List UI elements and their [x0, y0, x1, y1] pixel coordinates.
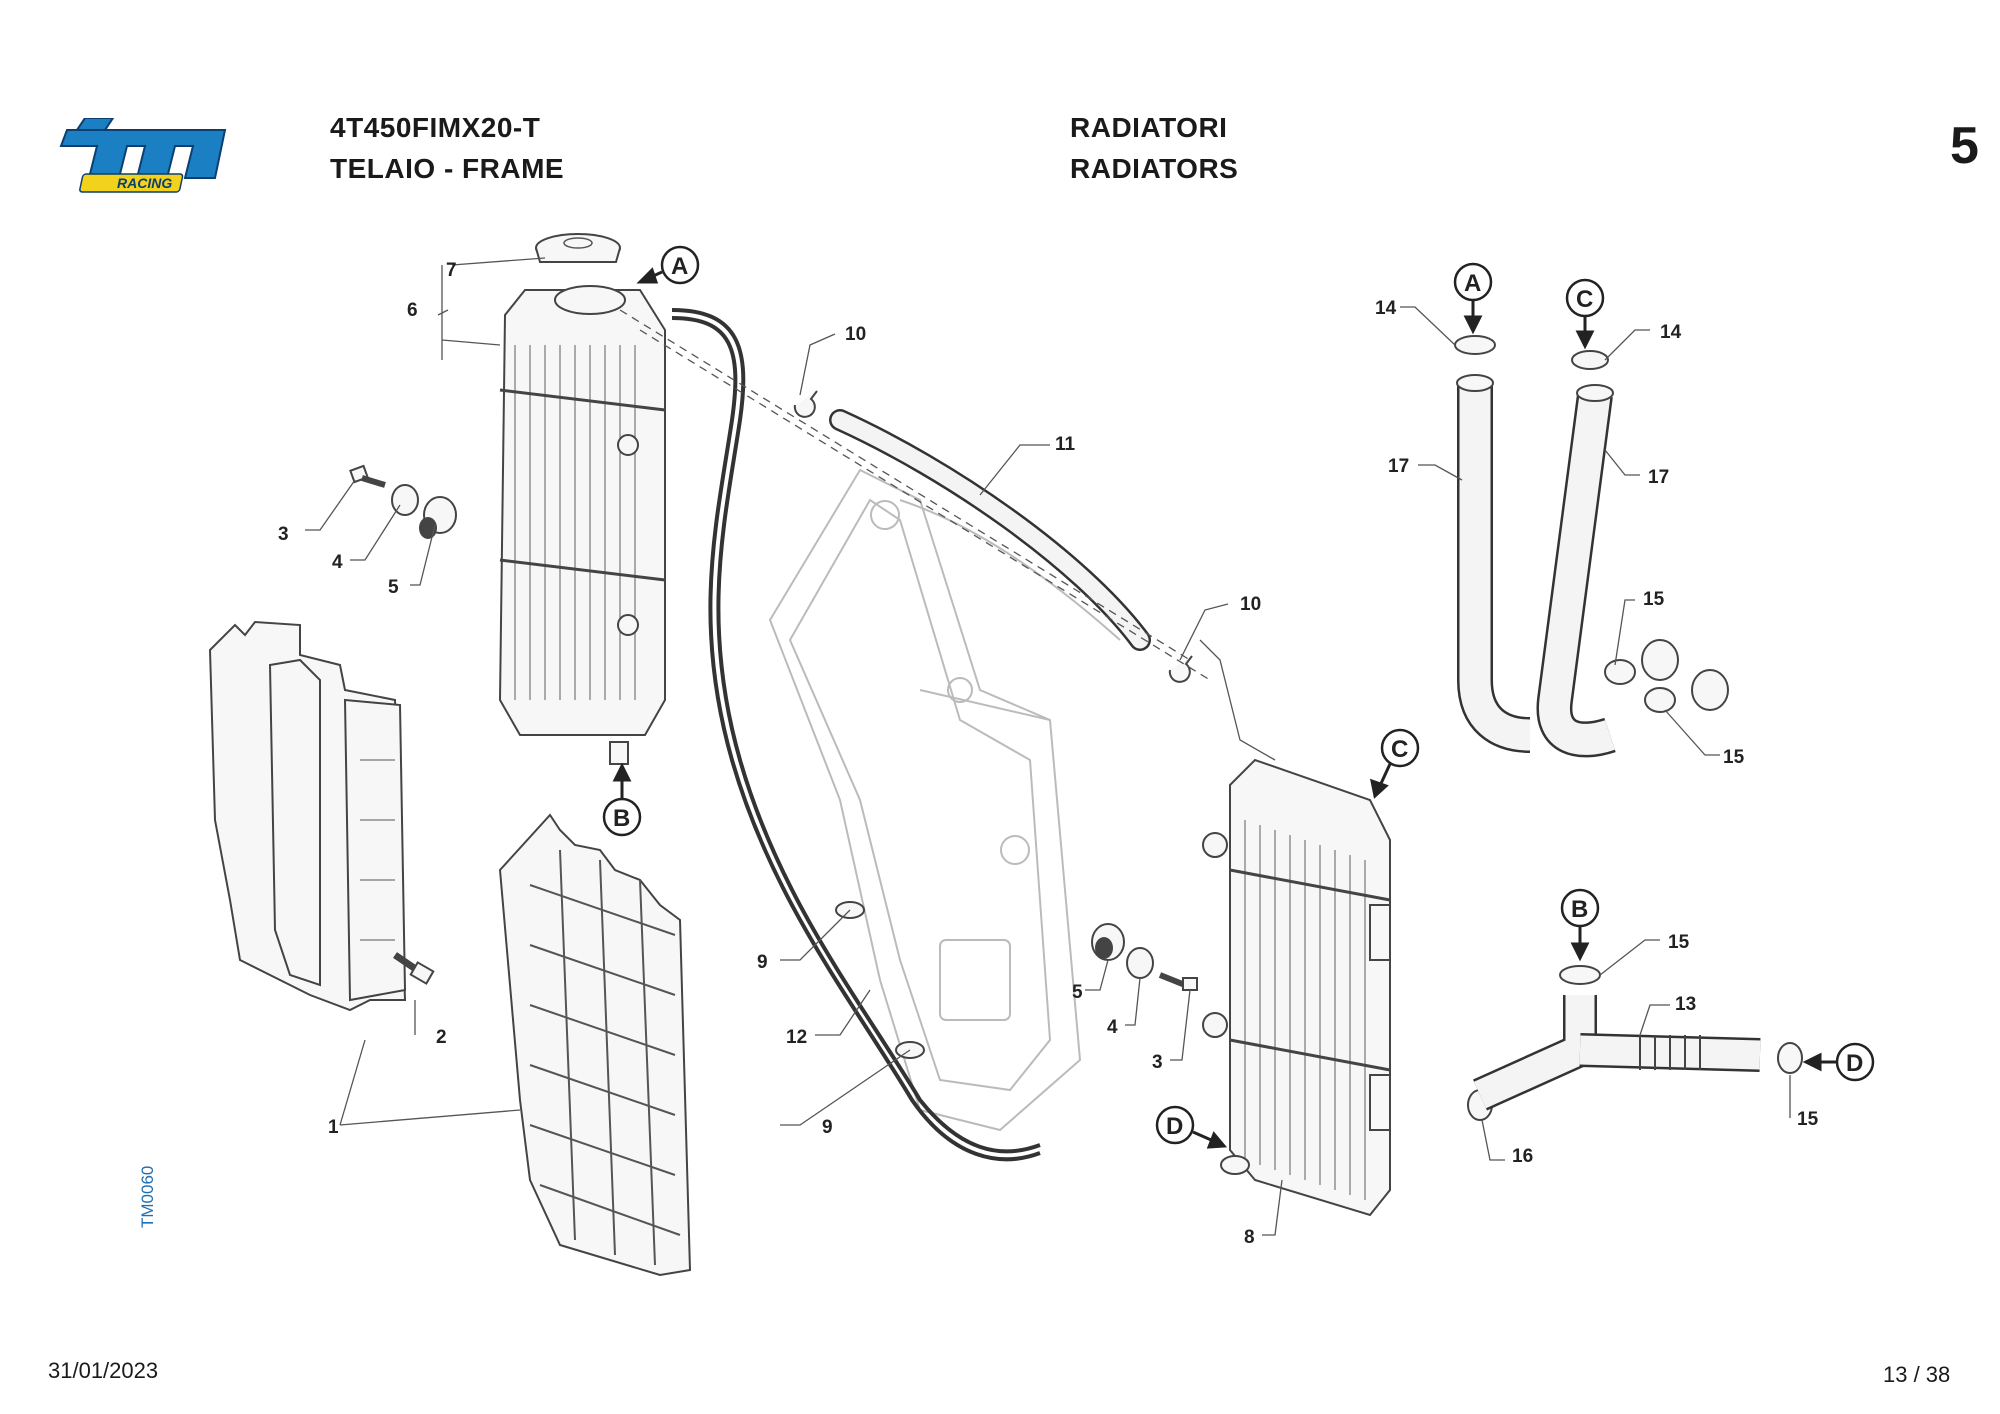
hose-clamp-14a	[1454, 335, 1496, 355]
radiator-cap	[535, 233, 621, 263]
hose-clamp-15c	[1559, 965, 1601, 985]
callout-16: 16	[1512, 1146, 1533, 1167]
spigot-2	[1691, 669, 1729, 711]
callout-9-lower: 9	[822, 1117, 833, 1138]
guard-pin	[393, 952, 435, 985]
footer-date: 31/01/2023	[48, 1358, 159, 1383]
connector-c-radiator: C	[1391, 736, 1408, 763]
callout-2: 2	[436, 1027, 447, 1048]
connector-a-hose: A	[1464, 270, 1481, 297]
callout-15-b: 15	[1723, 747, 1745, 768]
callout-5-right: 5	[1072, 982, 1083, 1003]
overflow-hose-inner	[671, 316, 1041, 1162]
callout-4-left: 4	[332, 552, 343, 573]
connector-a-left: A	[671, 253, 688, 280]
callout-9-upper: 9	[757, 952, 768, 973]
grommet-left	[419, 496, 457, 539]
callout-15-c: 15	[1668, 932, 1690, 953]
connector-d-hose: D	[1846, 1050, 1863, 1077]
callout-17-left: 17	[1388, 456, 1409, 477]
drawing-code: TM0060	[138, 1165, 157, 1228]
screw-left	[349, 464, 386, 488]
screw-right	[1158, 972, 1198, 991]
hose-clamp-15d	[1777, 1042, 1803, 1074]
callout-14-left: 14	[1375, 298, 1397, 319]
radiator-guard-left	[208, 620, 407, 1012]
right-radiator	[1202, 758, 1391, 1217]
callout-12: 12	[786, 1027, 807, 1048]
callout-7: 7	[446, 260, 457, 281]
model-code: 4T450FIMX20-T	[330, 112, 541, 143]
left-radiator	[498, 285, 666, 765]
connector-c-hose: C	[1576, 286, 1593, 313]
section-title-it: RADIATORI	[1070, 112, 1228, 143]
callout-8: 8	[1244, 1227, 1255, 1248]
group-title: TELAIO - FRAME	[330, 153, 565, 184]
connector-b-left: B	[613, 805, 630, 832]
svg-text:RACING: RACING	[117, 175, 172, 191]
callout-17-right: 17	[1648, 467, 1669, 488]
callout-3-right: 3	[1152, 1052, 1163, 1073]
hose-clamp-14b	[1571, 350, 1609, 370]
connector-d-radiator: D	[1166, 1113, 1183, 1140]
clamp-upper	[793, 390, 818, 418]
frame-outline	[768, 468, 1121, 1132]
table-number: 5	[1950, 117, 1979, 175]
callout-5-left: 5	[388, 577, 399, 598]
clamp-lower	[1168, 655, 1193, 683]
callout-14-right: 14	[1660, 322, 1682, 343]
callout-6: 6	[407, 300, 418, 321]
grommet-right	[1091, 923, 1125, 961]
connector-b-hose: B	[1571, 896, 1588, 923]
callout-4-right: 4	[1107, 1017, 1118, 1038]
footer-page-number: 13 / 38	[1883, 1362, 1951, 1387]
callout-10-upper: 10	[845, 324, 866, 345]
tm-racing-logo: RACING	[59, 118, 227, 193]
callout-11: 11	[1055, 434, 1076, 455]
callout-3-left: 3	[278, 524, 289, 545]
callout-15-a: 15	[1643, 589, 1665, 610]
overflow-hose	[671, 308, 1041, 1154]
washer-right	[1126, 947, 1154, 979]
callout-13: 13	[1675, 994, 1696, 1015]
callout-10-lower: 10	[1240, 594, 1261, 615]
section-title-en: RADIATORS	[1070, 153, 1239, 184]
spigot-1	[1641, 639, 1679, 681]
radiator-guard-right	[498, 813, 692, 1277]
callout-15-d: 15	[1797, 1109, 1819, 1130]
hose-clamp-15b	[1644, 687, 1676, 713]
callout-1: 1	[328, 1117, 339, 1138]
hose-clamp-15a	[1604, 659, 1636, 685]
